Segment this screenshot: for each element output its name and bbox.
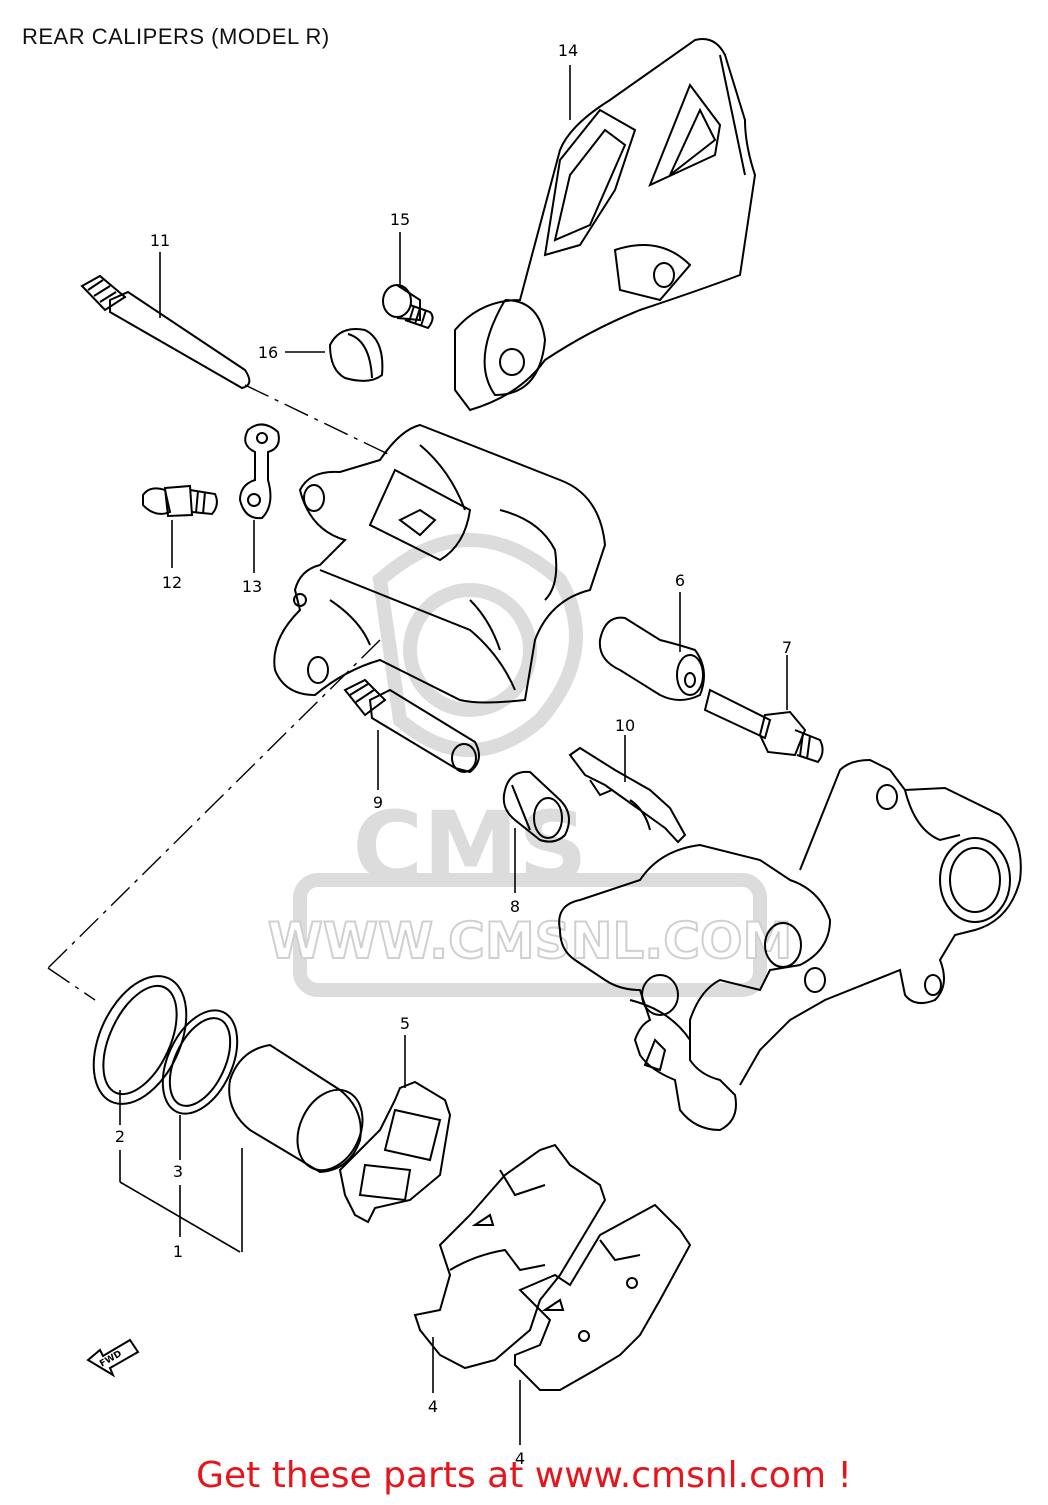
caliper-piston (228, 1043, 364, 1174)
bleeder-plate (238, 423, 280, 520)
callout-3: 3 (173, 1162, 183, 1181)
callout-12: 12 (162, 573, 182, 592)
callout-15: 15 (390, 210, 410, 229)
caliper-bracket (558, 758, 1022, 1132)
callout-13: 13 (242, 577, 262, 596)
brake-pads (413, 1143, 692, 1391)
callout-7: 7 (782, 638, 792, 657)
caliper-guard (454, 38, 757, 412)
forward-arrow-icon: FWD (86, 1338, 140, 1378)
page-title: REAR CALIPERS (MODEL R) (22, 24, 330, 49)
callout-1: 1 (173, 1242, 183, 1261)
callout-16: 16 (258, 343, 278, 362)
callout-5: 5 (400, 1014, 410, 1033)
callout-4-upper: 4 (428, 1397, 438, 1416)
caliper-body (273, 423, 607, 704)
callout-leaders (119, 65, 788, 1445)
cta-link[interactable]: Get these parts at www.cmsnl.com ! (196, 1455, 852, 1496)
callout-4-lower: 4 (515, 1449, 525, 1468)
caliper-bushing (598, 616, 705, 701)
watermark-url: WWW.CMSNL.COM (268, 912, 793, 970)
callout-10: 10 (615, 716, 635, 735)
assembly-guide-lines (47, 384, 391, 1001)
pad-spring (568, 746, 687, 844)
callout-6: 6 (675, 571, 685, 590)
watermark-logo: CMS (352, 791, 587, 903)
cmsnl-watermark: CMS WWW.CMSNL.COM (267, 533, 793, 997)
callout-9: 9 (373, 793, 383, 812)
caliper-pin (80, 274, 251, 390)
callout-8: 8 (510, 897, 520, 916)
slide-pin (343, 678, 480, 774)
callout-11: 11 (150, 231, 170, 250)
bleeder-valve (142, 484, 218, 518)
caliper-pin-bolt (703, 688, 824, 764)
callout-2: 2 (115, 1127, 125, 1146)
piston-seals (92, 975, 239, 1115)
guard-bolt (382, 284, 434, 330)
pin-boot (502, 770, 570, 843)
pad-shim (338, 1080, 452, 1224)
callout-labels: 14 15 11 16 12 13 6 7 9 10 8 5 2 3 1 4 4 (115, 41, 792, 1468)
bleeder-cap (328, 328, 384, 382)
callout-14: 14 (558, 41, 578, 60)
